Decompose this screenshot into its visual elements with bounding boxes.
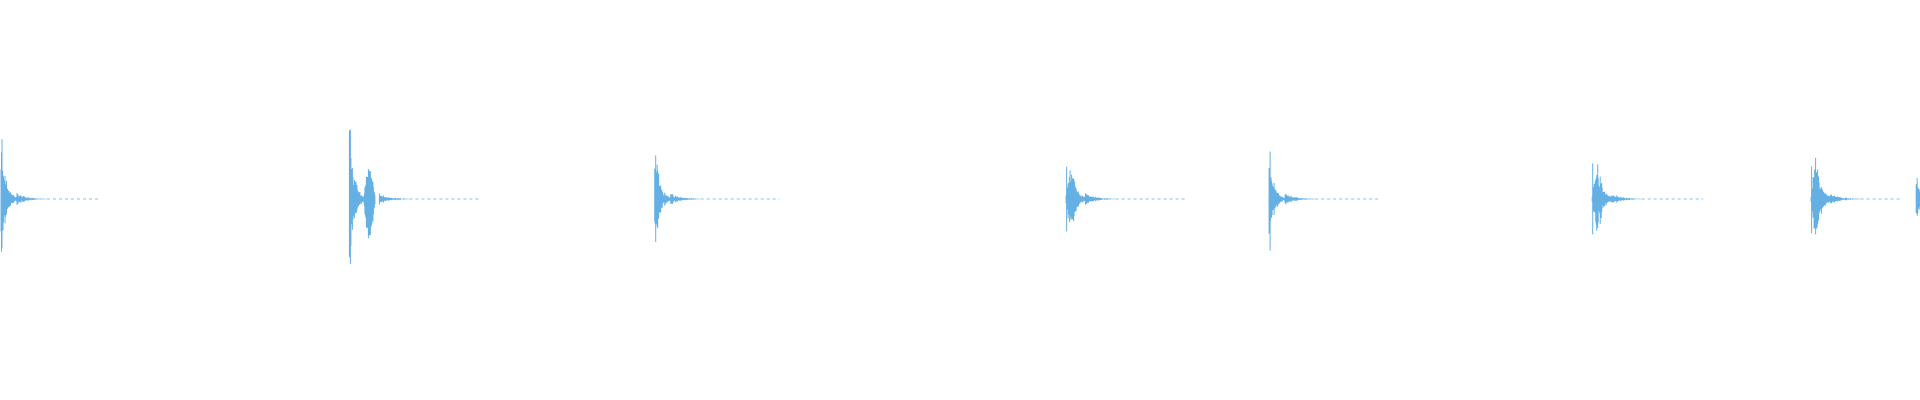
waveform-event	[1810, 157, 1901, 235]
waveform-burst	[1810, 157, 1861, 235]
waveform-burst	[654, 155, 701, 243]
waveform-event	[1268, 151, 1381, 251]
waveform-burst	[1591, 163, 1642, 235]
waveform-burst	[1915, 178, 1920, 216]
waveform-event	[1065, 166, 1187, 232]
waveform-event	[654, 155, 780, 243]
waveform-burst	[1268, 151, 1315, 251]
waveform-event	[0, 139, 101, 252]
waveform-event	[1915, 178, 1920, 216]
waveform-burst	[348, 129, 409, 264]
waveform-event	[348, 129, 480, 264]
waveform-burst	[0, 139, 47, 252]
waveform-burst	[1065, 166, 1116, 232]
waveform-event	[1591, 163, 1703, 235]
